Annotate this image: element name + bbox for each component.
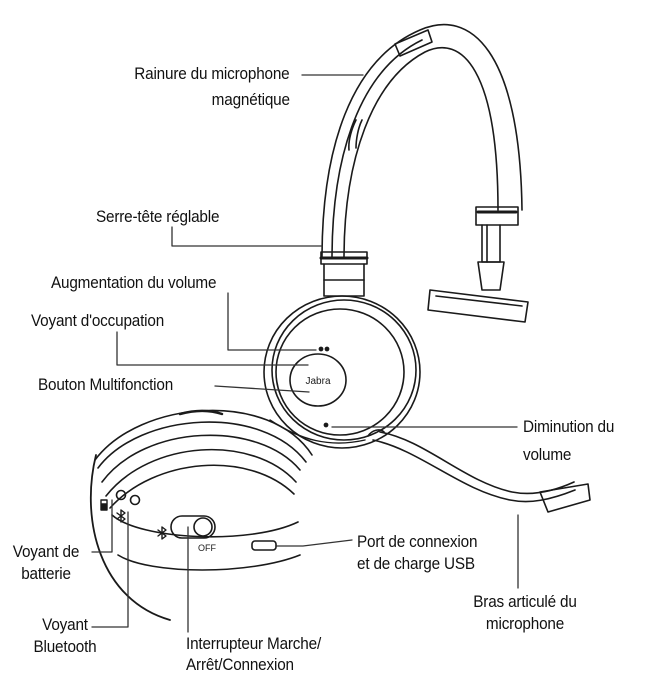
label-usb-2: et de charge USB bbox=[357, 554, 475, 573]
label-volume-up: Augmentation du volume bbox=[51, 273, 217, 292]
leader-busy-light bbox=[116, 331, 309, 366]
leader-volume-up bbox=[227, 292, 317, 351]
label-headband: Serre-tête réglable bbox=[96, 207, 220, 226]
label-usb-1: Port de connexion bbox=[357, 532, 478, 551]
leader-usb bbox=[276, 539, 353, 547]
leader-multifunction bbox=[214, 385, 310, 393]
label-mic-groove-1: Rainure du microphone bbox=[134, 64, 290, 83]
label-battery-2: batterie bbox=[21, 564, 71, 583]
leader-headband bbox=[171, 226, 323, 247]
boom-arm-drawing bbox=[367, 429, 591, 513]
bluetooth-icon bbox=[157, 526, 167, 540]
label-mic-groove-2: magnétique bbox=[211, 90, 290, 109]
label-boom-arm-1: Bras articulé du bbox=[473, 592, 577, 611]
label-boom-arm-2: microphone bbox=[485, 614, 565, 633]
zoom-detail-drawing bbox=[89, 409, 366, 621]
bluetooth-icon bbox=[116, 509, 126, 523]
label-power-switch-2: Arrêt/Connexion bbox=[186, 655, 294, 674]
leader-lines bbox=[91, 74, 519, 633]
label-volume-down-1: Diminution du bbox=[523, 417, 615, 436]
battery-icon bbox=[100, 499, 108, 511]
label-bluetooth-1: Voyant bbox=[42, 615, 88, 634]
leader-battery bbox=[91, 499, 113, 553]
label-power-switch-1: Interrupteur Marche/ bbox=[186, 634, 322, 653]
label-multifunction: Bouton Multifonction bbox=[38, 375, 174, 394]
earcup-drawing bbox=[263, 295, 421, 449]
label-busy-light: Voyant d'occupation bbox=[31, 311, 165, 330]
label-volume-down-2: volume bbox=[523, 445, 572, 464]
switch-off-marking: OFF bbox=[198, 543, 216, 553]
leader-bluetooth bbox=[91, 511, 129, 628]
brand-logo: Jabra bbox=[305, 376, 330, 387]
headband-drawing bbox=[319, 23, 529, 323]
label-battery-1: Voyant de bbox=[12, 542, 80, 561]
label-bluetooth-2: Bluetooth bbox=[33, 637, 97, 656]
